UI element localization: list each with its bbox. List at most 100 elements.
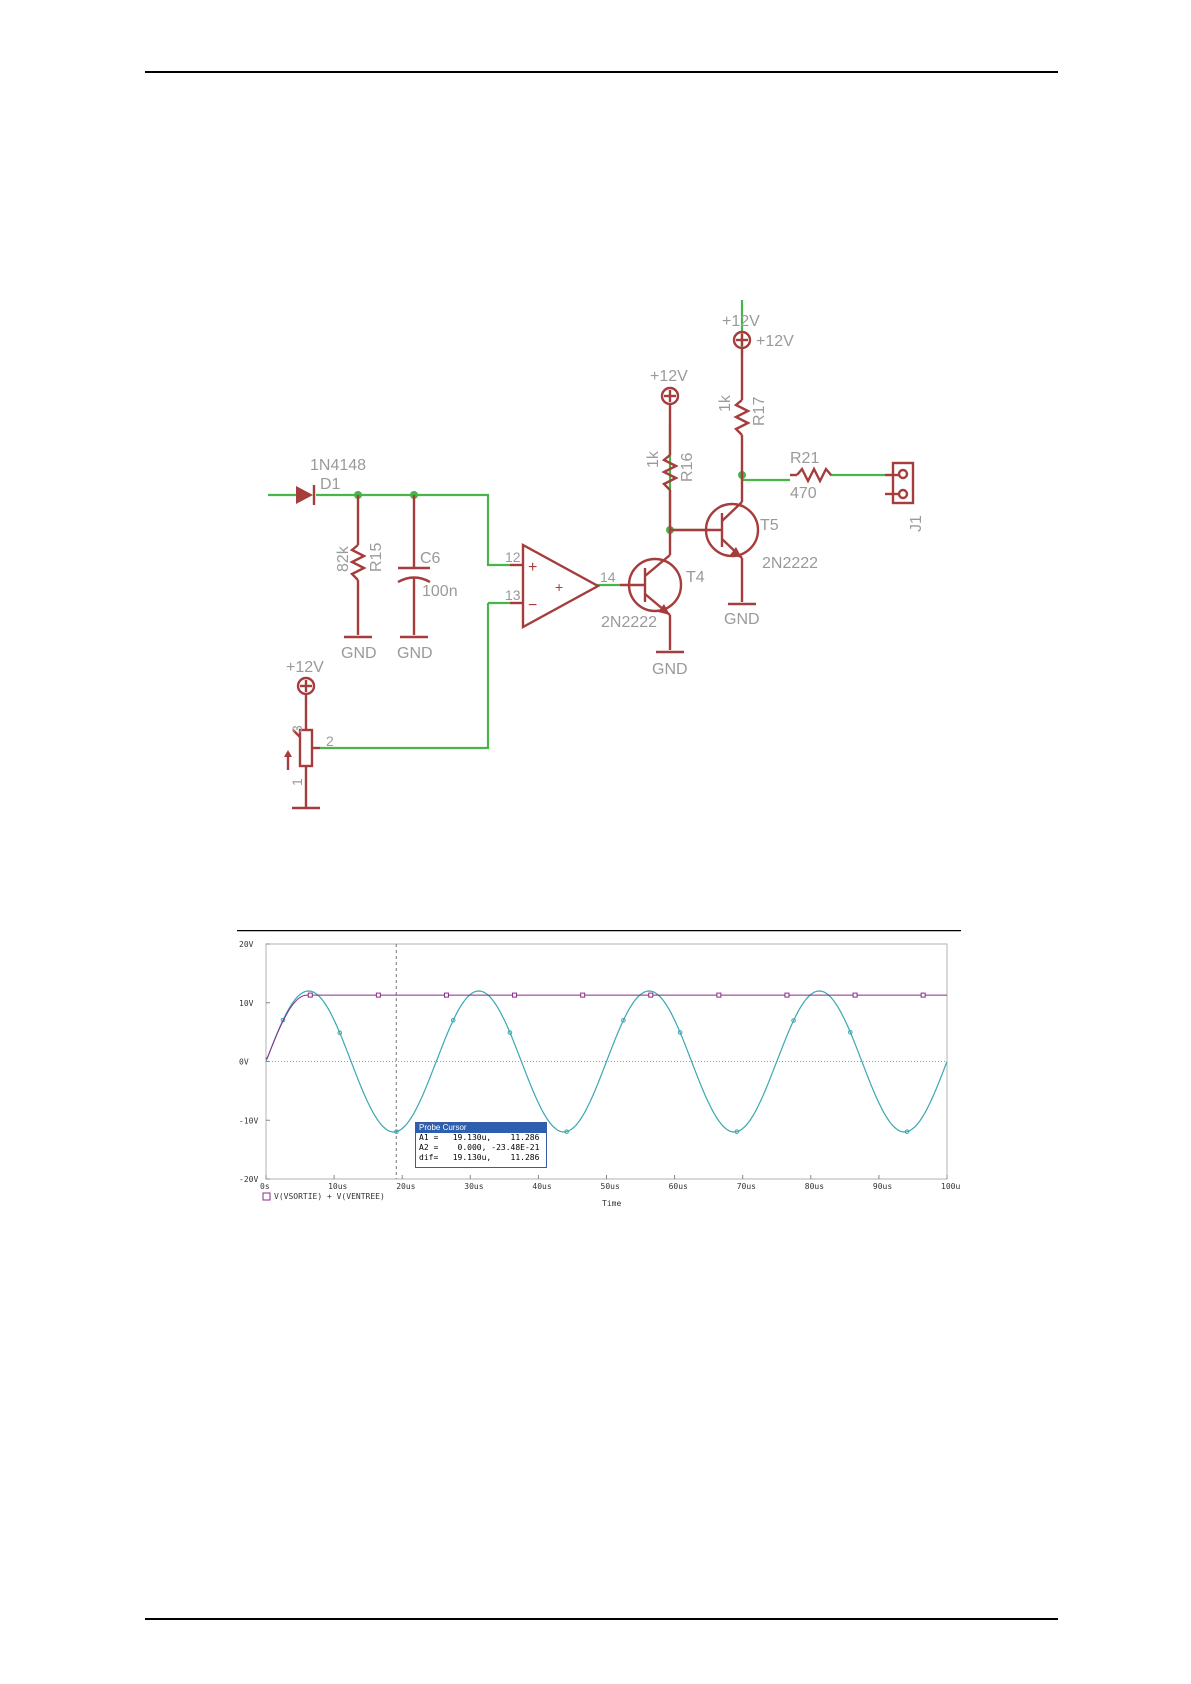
- supply-label-r16: +12V: [650, 368, 688, 385]
- simulation-plot: 20V 10V 0V -10V -20V 0s 10us 20us 30us 40us 50us 6…: [237, 929, 965, 1208]
- series-ventree-point: [337, 1030, 343, 1036]
- probe-row-a1: A1 = 19.130u, 11.286: [419, 1133, 540, 1142]
- r16-value: 1k: [645, 450, 662, 468]
- x-tick-label: 80us: [805, 1182, 824, 1191]
- opamp-sym-plus: +: [528, 559, 537, 576]
- series-vsortie-point: [784, 992, 790, 998]
- series-vsortie-point: [716, 992, 722, 998]
- opamp-pin-out: 14: [600, 569, 616, 585]
- series-vsortie-point: [443, 992, 449, 998]
- opamp: 12 13 14 + − +: [505, 542, 616, 630]
- y-tick-label: -10V: [239, 1116, 258, 1125]
- x-tick-label: 40us: [532, 1182, 551, 1191]
- series-vsortie-line: [265, 994, 948, 1060]
- x-tick-label: 60us: [669, 1182, 688, 1191]
- x-axis-ticks: 0s 10us 20us 30us 40us 50us 60us 70us 80us 90us 10…: [260, 1175, 965, 1191]
- transistor-t5: T5 2N2222 GND: [670, 475, 818, 628]
- x-tick-label: 30us: [464, 1182, 483, 1191]
- probe-row-dif: dif= 19.130u, 11.286: [419, 1153, 540, 1162]
- series-vsortie-point: [375, 992, 381, 998]
- pot-pin3: 3: [289, 725, 305, 733]
- probe-row-a2: A2 = 0.000, -23.48E-21: [419, 1143, 540, 1152]
- gnd-label-t4: GND: [652, 661, 688, 678]
- series-vsortie-point: [920, 992, 926, 998]
- opamp-pin-minus: 13: [505, 587, 521, 603]
- top-rule: [145, 71, 1058, 73]
- transistor-t4: T4 2N2222 GND: [601, 530, 705, 678]
- potentiometer: +12V 3 1 2: [284, 659, 334, 810]
- series-ventree-point: [734, 1129, 740, 1134]
- r21-value: 470: [790, 485, 817, 502]
- y-tick-label: -20V: [239, 1175, 258, 1184]
- opamp-sym-minus: −: [528, 597, 537, 614]
- pot-pin2: 2: [326, 733, 334, 749]
- x-tick-label: 100us: [941, 1182, 961, 1191]
- resistor-r17: +12V +12V 1k R17: [717, 313, 794, 475]
- supply-label-r17-side: +12V: [756, 333, 794, 350]
- resistor-r16: +12V 1k R16: [645, 368, 696, 530]
- plot-lines: [265, 944, 948, 1179]
- x-tick-label: 90us: [873, 1182, 892, 1191]
- r21-name: R21: [790, 450, 819, 467]
- gnd-label-r15: GND: [341, 645, 377, 662]
- bottom-rule: [145, 1618, 1058, 1620]
- r17-name: R17: [751, 397, 768, 426]
- t4-name: T4: [686, 569, 705, 586]
- series-vsortie-point: [307, 992, 313, 998]
- d1-name: D1: [320, 476, 341, 493]
- probe-cursor-panel: Probe Cursor A1 = 19.130u, 11.286 A2 = 0…: [415, 1122, 547, 1168]
- supply-label-r17-top: +12V: [722, 313, 760, 330]
- y-tick-label: 0V: [239, 1058, 249, 1067]
- opamp-pin-plus: 12: [505, 549, 521, 565]
- c6-name: C6: [420, 550, 441, 567]
- diode-d1: 1N4148 D1: [296, 457, 366, 505]
- series-ventree-point: [904, 1129, 910, 1134]
- series-vsortie-point: [648, 992, 654, 998]
- series-ventree-line: [265, 990, 948, 1133]
- x-axis-label: Time: [602, 1199, 621, 1208]
- y-axis-ticks: 20V 10V 0V -10V -20V: [239, 940, 947, 1184]
- t5-name: T5: [760, 517, 779, 534]
- x-tick-label: 20us: [396, 1182, 415, 1191]
- series-vsortie-point: [852, 992, 858, 998]
- y-tick-label: 10V: [239, 999, 254, 1008]
- x-tick-label: 10us: [328, 1182, 347, 1191]
- wires: [268, 300, 885, 750]
- series-ventree-point: [564, 1129, 569, 1134]
- series-ventree-point: [507, 1030, 513, 1035]
- y-tick-label: 20V: [239, 940, 254, 949]
- d1-value: 1N4148: [310, 457, 366, 474]
- series-vsortie-point: [512, 992, 518, 998]
- legend-text: V(VSORTIE) + V(VENTREE): [274, 1192, 385, 1201]
- probe-cursor-title: Probe Cursor: [416, 1123, 546, 1133]
- plot-svg: 20V 10V 0V -10V -20V 0s 10us 20us 30us 40us 50us 6…: [237, 929, 965, 1208]
- x-tick-label: 0s: [260, 1182, 270, 1191]
- capacitor-c6: C6 100n GND: [397, 495, 458, 662]
- r15-name: R15: [368, 543, 385, 572]
- series-ventree-point: [791, 1018, 796, 1023]
- resistor-r15: 82k R15 GND: [335, 495, 385, 662]
- series-ventree-point: [677, 1030, 683, 1035]
- legend-marker-icon: [262, 1192, 271, 1201]
- circuit-schematic: 1N4148 D1 82k R15 GND C6 100n GND 12 13 …: [268, 300, 925, 810]
- x-tick-label: 50us: [601, 1182, 620, 1191]
- opamp-sym-center: +: [555, 579, 563, 595]
- c6-value: 100n: [422, 583, 458, 600]
- series-ventree-point: [621, 1018, 626, 1023]
- series-ventree-point: [394, 1129, 399, 1134]
- t5-value: 2N2222: [762, 555, 818, 572]
- resistor-r21: R21 470: [790, 450, 832, 502]
- series-vsortie-point: [580, 992, 586, 998]
- t4-value: 2N2222: [601, 614, 657, 631]
- x-tick-label: 70us: [737, 1182, 756, 1191]
- r15-value: 82k: [335, 545, 352, 572]
- pot-pin1: 1: [289, 778, 305, 786]
- r16-name: R16: [679, 453, 696, 482]
- connector-j1: J1: [885, 461, 925, 532]
- supply-label-pot: +12V: [286, 659, 324, 676]
- j1-name: J1: [908, 515, 925, 532]
- gnd-label-t5: GND: [724, 611, 760, 628]
- series-ventree-point: [450, 1017, 456, 1023]
- series-ventree-point: [847, 1029, 853, 1035]
- gnd-label-c6: GND: [397, 645, 433, 662]
